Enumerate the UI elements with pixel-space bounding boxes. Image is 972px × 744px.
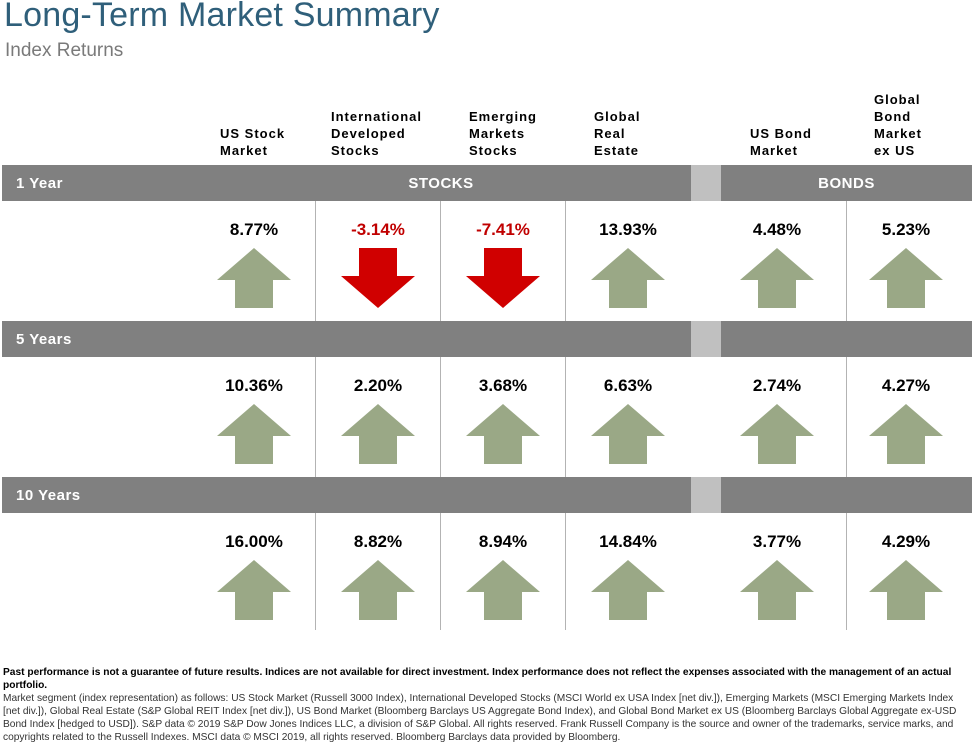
row-band-1-year: 1 Year STOCKS BONDS	[2, 165, 972, 201]
row-label: 10 Years	[16, 487, 81, 504]
return-value: 8.94%	[478, 532, 528, 551]
group-label-stocks: STOCKS	[408, 175, 474, 192]
return-cell: 8.94%	[441, 532, 565, 620]
return-cell: -3.14%	[316, 220, 440, 308]
up-arrow-shape	[341, 560, 415, 620]
return-cell: 16.00%	[192, 532, 316, 620]
disclaimer-text: Market segment (index representation) as…	[3, 693, 957, 743]
up-arrow-icon	[341, 560, 415, 620]
up-arrow-icon	[869, 404, 943, 464]
up-arrow-icon	[341, 404, 415, 464]
return-cell: 4.29%	[844, 532, 968, 620]
up-arrow-shape	[341, 404, 415, 464]
column-header-us-bond: US Bond Market	[750, 126, 812, 158]
column-header-us-stock: US Stock Market	[220, 126, 286, 158]
return-cell: 14.84%	[566, 532, 690, 620]
return-value: 4.27%	[881, 376, 931, 395]
return-cell: 6.63%	[566, 376, 690, 464]
return-value: 2.74%	[752, 376, 802, 395]
disclaimer-bold: Past performance is not a guarantee of f…	[3, 667, 952, 691]
column-divider	[846, 165, 847, 630]
up-arrow-shape	[591, 248, 665, 308]
up-arrow-shape	[740, 560, 814, 620]
return-value: 6.63%	[603, 376, 653, 395]
column-divider	[565, 165, 566, 630]
up-arrow-icon	[217, 248, 291, 308]
return-cell: 8.82%	[316, 532, 440, 620]
return-cell: 2.20%	[316, 376, 440, 464]
up-arrow-icon	[466, 560, 540, 620]
up-arrow-icon	[740, 560, 814, 620]
up-arrow-icon	[217, 560, 291, 620]
return-value: -7.41%	[476, 220, 530, 239]
return-value: 13.93%	[599, 220, 657, 239]
return-cell: 8.77%	[192, 220, 316, 308]
disclaimer: Past performance is not a guarantee of f…	[3, 666, 969, 744]
stocks-bonds-gap	[691, 477, 721, 513]
row-label: 1 Year	[16, 175, 63, 192]
up-arrow-icon	[869, 560, 943, 620]
return-cell: -7.41%	[441, 220, 565, 308]
up-arrow-shape	[217, 560, 291, 620]
up-arrow-shape	[591, 404, 665, 464]
column-divider	[315, 165, 316, 630]
down-arrow-shape	[341, 248, 415, 308]
down-arrow-shape	[466, 248, 540, 308]
up-arrow-shape	[740, 404, 814, 464]
up-arrow-icon	[740, 404, 814, 464]
up-arrow-shape	[466, 404, 540, 464]
column-header-emerging-markets: Emerging Markets Stocks	[469, 109, 537, 158]
return-cell: 4.48%	[715, 220, 839, 308]
up-arrow-shape	[217, 248, 291, 308]
stocks-bonds-gap	[691, 321, 721, 357]
down-arrow-icon	[466, 248, 540, 308]
return-value: 5.23%	[881, 220, 931, 239]
return-value: 2.20%	[353, 376, 403, 395]
row-label: 5 Years	[16, 331, 72, 348]
column-header-global-real-estate: Global Real Estate	[594, 109, 641, 158]
up-arrow-icon	[740, 248, 814, 308]
return-value: 8.82%	[353, 532, 403, 551]
up-arrow-shape	[217, 404, 291, 464]
stocks-bonds-gap	[691, 165, 721, 201]
up-arrow-shape	[869, 404, 943, 464]
up-arrow-icon	[217, 404, 291, 464]
return-cell: 3.68%	[441, 376, 565, 464]
return-cell: 4.27%	[844, 376, 968, 464]
return-value: 16.00%	[225, 532, 283, 551]
page-title: Long-Term Market Summary	[4, 0, 440, 34]
column-divider	[440, 165, 441, 630]
up-arrow-shape	[869, 248, 943, 308]
up-arrow-icon	[466, 404, 540, 464]
row-band-10-years: 10 Years	[2, 477, 972, 513]
return-value: 4.29%	[881, 532, 931, 551]
return-value: 10.36%	[225, 376, 283, 395]
return-value: 3.77%	[752, 532, 802, 551]
column-header-intl-developed: International Developed Stocks	[331, 109, 423, 158]
row-band-5-years: 5 Years	[2, 321, 972, 357]
return-cell: 3.77%	[715, 532, 839, 620]
return-cell: 10.36%	[192, 376, 316, 464]
page-subtitle: Index Returns	[5, 40, 124, 61]
return-value: -3.14%	[351, 220, 405, 239]
return-value: 8.77%	[229, 220, 279, 239]
column-header-global-bond: Global Bond Market ex US	[874, 92, 922, 158]
up-arrow-shape	[466, 560, 540, 620]
up-arrow-icon	[869, 248, 943, 308]
up-arrow-icon	[591, 248, 665, 308]
down-arrow-icon	[341, 248, 415, 308]
up-arrow-icon	[591, 560, 665, 620]
up-arrow-shape	[869, 560, 943, 620]
group-label-bonds: BONDS	[818, 175, 875, 192]
return-cell: 2.74%	[715, 376, 839, 464]
return-value: 4.48%	[752, 220, 802, 239]
up-arrow-shape	[591, 560, 665, 620]
return-value: 14.84%	[599, 532, 657, 551]
return-cell: 13.93%	[566, 220, 690, 308]
return-cell: 5.23%	[844, 220, 968, 308]
up-arrow-shape	[740, 248, 814, 308]
up-arrow-icon	[591, 404, 665, 464]
return-value: 3.68%	[478, 376, 528, 395]
